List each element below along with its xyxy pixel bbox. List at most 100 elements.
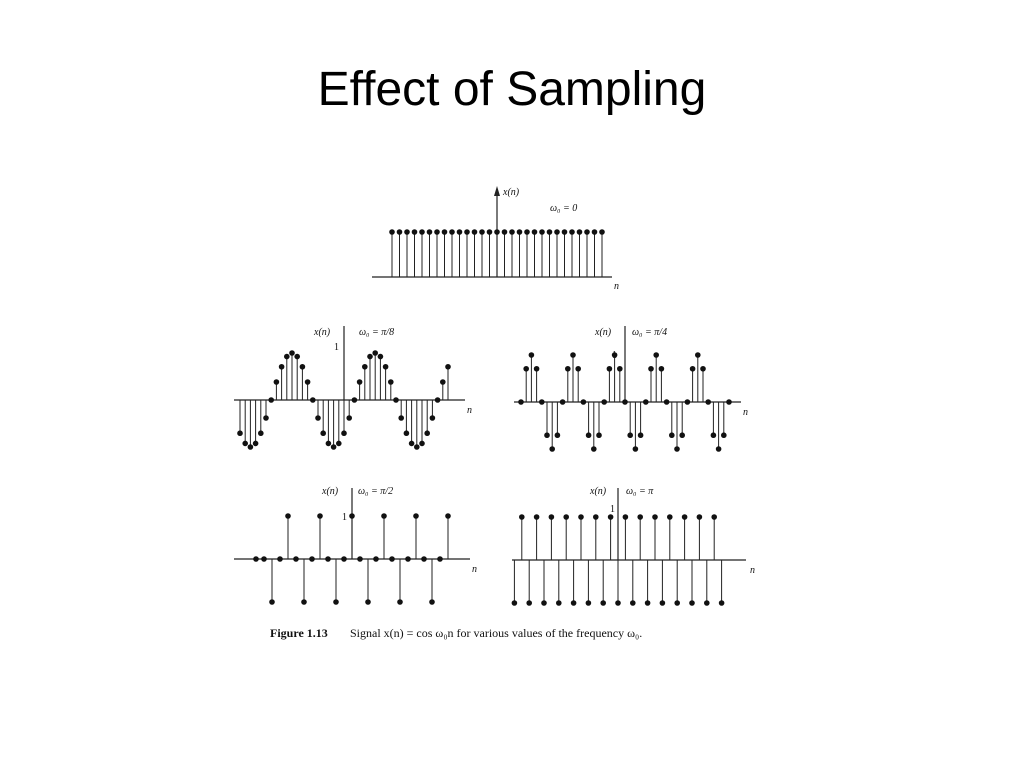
stem-point xyxy=(630,600,636,606)
omega-annotation: ω₀ = π/4 xyxy=(632,327,667,338)
stem-point xyxy=(580,399,587,405)
stem-point xyxy=(501,229,508,235)
stem-point xyxy=(570,600,577,606)
stem-point xyxy=(622,514,629,520)
stem-point xyxy=(389,556,395,562)
stem-point xyxy=(585,600,592,606)
stem-point xyxy=(429,415,436,421)
x-axis-label: n xyxy=(467,405,472,416)
stem-point xyxy=(437,556,443,562)
stem-point xyxy=(684,399,691,405)
stem-point xyxy=(252,440,259,447)
stem-marks xyxy=(253,513,451,605)
stem-point xyxy=(596,432,602,439)
stem-point xyxy=(269,599,275,605)
y-axis-label: x(n) xyxy=(321,486,339,497)
stem-point xyxy=(411,229,418,235)
stem-point xyxy=(523,365,529,372)
stem-point xyxy=(696,514,703,520)
stem-point xyxy=(325,556,331,562)
slide-title: Effect of Sampling xyxy=(317,63,707,116)
stem-point xyxy=(653,352,659,358)
stem-point xyxy=(408,440,415,447)
stem-point xyxy=(554,432,561,439)
x-axis-label: n xyxy=(750,565,755,576)
stem-point xyxy=(419,440,425,447)
stem-point xyxy=(648,365,654,372)
y-axis-label: x(n) xyxy=(502,187,520,198)
stem-point xyxy=(309,556,315,562)
stem-point xyxy=(456,229,463,235)
stem-point xyxy=(548,514,555,520)
stem-point xyxy=(294,353,301,360)
stem-point xyxy=(615,600,621,606)
stem-point xyxy=(397,599,403,605)
stem-point xyxy=(659,600,666,606)
stem-point xyxy=(526,600,532,606)
x-axis-label: n xyxy=(472,564,477,575)
stem-point xyxy=(627,432,633,439)
stem-point xyxy=(599,229,605,235)
stem-point xyxy=(518,399,524,405)
stem-point xyxy=(591,446,597,452)
stem-point xyxy=(575,365,581,372)
stem-point xyxy=(528,352,535,358)
stem-point xyxy=(637,514,643,520)
stem-point xyxy=(658,365,665,372)
stem-point xyxy=(600,600,606,606)
stem-point xyxy=(679,432,685,439)
stem-point xyxy=(357,556,363,562)
stem-point xyxy=(516,229,523,235)
stem-point xyxy=(293,556,299,562)
stem-point xyxy=(333,599,339,605)
omega-annotation: ω₀ = π xyxy=(626,486,654,497)
stem-point xyxy=(405,556,411,562)
stem-marks xyxy=(389,229,605,277)
stem-point xyxy=(556,600,562,606)
stem-point xyxy=(533,365,540,372)
stem-point xyxy=(301,599,307,605)
stem-point xyxy=(373,556,379,562)
stem-point xyxy=(388,379,394,385)
stem-point xyxy=(398,415,405,421)
stem-point xyxy=(381,513,387,519)
stem-point xyxy=(365,599,371,605)
stem-point xyxy=(611,352,618,358)
stem-point xyxy=(382,363,389,370)
stem-point xyxy=(471,229,478,235)
stem-point xyxy=(585,432,592,439)
x-axis-label: n xyxy=(743,407,748,418)
stem-point xyxy=(403,430,410,437)
stem-point xyxy=(413,513,419,519)
stem-plot-omega-pi: x(n) 1 ω₀ = π n xyxy=(511,486,755,606)
stem-point xyxy=(674,446,680,452)
stem-point xyxy=(593,514,599,520)
stem-point xyxy=(578,514,584,520)
stem-point xyxy=(277,556,283,562)
stem-plot-omega-pi-4: x(n) 1 ω₀ = π/4 n xyxy=(514,326,748,452)
stem-point xyxy=(341,430,347,437)
stem-point xyxy=(325,440,332,447)
stem-point xyxy=(726,399,732,405)
stem-point xyxy=(393,397,399,403)
stem-point xyxy=(426,229,433,235)
stem-point xyxy=(356,379,363,385)
stem-point xyxy=(569,229,575,235)
stem-point xyxy=(285,513,291,519)
stem-point xyxy=(519,514,525,520)
stem-point xyxy=(389,229,395,235)
stem-point xyxy=(711,514,717,520)
y-axis-label: x(n) xyxy=(313,327,331,338)
stem-point xyxy=(346,415,353,421)
y-axis-label: x(n) xyxy=(594,327,612,338)
stem-point xyxy=(643,399,649,405)
figure-caption-label: Figure 1.13 xyxy=(270,626,328,640)
stem-point xyxy=(310,397,316,403)
unit-tick-label: 1 xyxy=(610,504,615,515)
stem-point xyxy=(479,229,485,235)
stem-point xyxy=(464,229,470,235)
y-axis-arrow-icon xyxy=(494,186,500,196)
stem-point xyxy=(637,432,644,439)
stem-point xyxy=(273,379,280,385)
stem-point xyxy=(494,229,500,235)
